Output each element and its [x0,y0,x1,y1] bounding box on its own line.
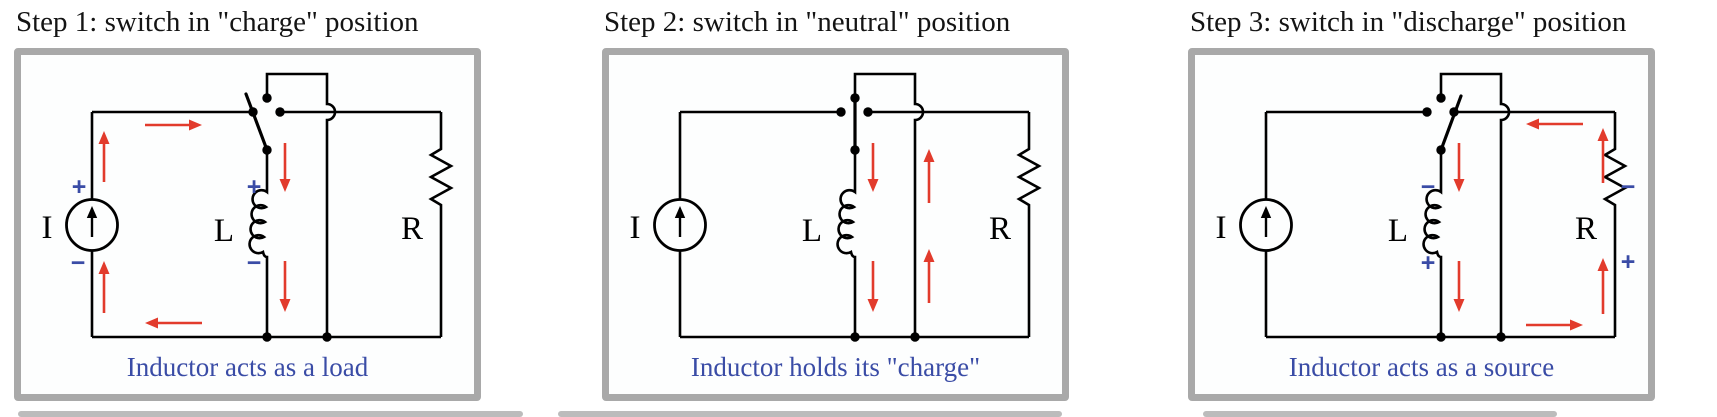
junction-dot [262,145,272,155]
current-source [653,198,707,252]
inductor-polarity-top: + [247,173,262,201]
resistor-polarity-top: − [1621,173,1636,201]
junction-dot [1449,107,1459,117]
current-arrow [867,143,879,192]
junction-dot [863,107,873,117]
current-arrow [1597,128,1609,183]
inductor-label: L [802,213,822,249]
junction-dot [1496,332,1506,342]
panel-caption: Inductor holds its "charge" [690,352,981,382]
resistor-zigzag [428,112,454,337]
resistor-zigzag [1602,112,1628,337]
circuit-diagram: I L R + − + − [42,72,454,342]
current-arrow [1453,143,1465,192]
switch-blade-charge [244,92,269,152]
current-arrow [98,261,110,313]
inductor-coil [248,150,269,337]
current-arrow [867,261,879,312]
junction-dot [262,93,272,103]
panel-title: Step 2: switch in "neutral" position [604,6,1011,38]
inductor-polarity-top: − [1421,173,1436,201]
inductor-label: L [214,213,234,249]
current-arrow [279,143,291,192]
freewheel-wire [265,72,337,337]
inductor-polarity-bottom: − [247,249,262,277]
current-arrow [279,261,291,312]
inductor-coil [1422,150,1443,337]
next-row-panel-edge [18,411,523,417]
resistor-label: R [989,211,1011,247]
current-arrow [923,249,935,303]
source-label: I [42,210,53,246]
source-label: I [630,210,641,246]
junction-dot [322,332,332,342]
panel-caption: Inductor acts as a load [126,352,369,382]
current-arrow [1526,118,1583,130]
junction-dot [1436,93,1446,103]
source-label: I [1216,210,1227,246]
current-source [65,198,119,252]
source-polarity-top: + [72,173,87,201]
junction-dot [836,107,846,117]
junction-dot [275,107,285,117]
resistor-label: R [1575,211,1597,247]
junction-dot [850,332,860,342]
junction-dot [1436,145,1446,155]
current-arrow [145,317,202,329]
current-arrow [1526,319,1583,331]
next-row-panel-edge [558,411,1062,417]
inductor-label: L [1388,213,1408,249]
source-polarity-bottom: − [71,249,86,277]
resistor-label: R [401,211,423,247]
junction-dot [1422,107,1432,117]
freewheel-wire [853,72,925,337]
current-arrow [1597,258,1609,314]
junction-dot [850,145,860,155]
circuit-panel-step-2: Step 2: switch in "neutral" position I L R… [602,0,1072,417]
current-arrow [923,149,935,203]
resistor-polarity-bottom: + [1621,248,1636,276]
junction-dot [262,332,272,342]
panel-caption: Inductor acts as a source [1288,352,1555,382]
next-row-panel-edge [1203,411,1557,417]
current-arrow [145,119,202,131]
switch-blade-discharge [1439,94,1463,152]
junction-dot [1436,332,1446,342]
current-arrow [1453,261,1465,312]
inductor-coil [836,150,857,337]
junction-dot [910,332,920,342]
panel-title: Step 1: switch in "charge" position [16,6,419,38]
circuit-panel-step-3: Step 3: switch in "discharge" position I… [1188,0,1658,417]
current-arrow [98,131,110,182]
freewheel-wire [1439,72,1511,337]
circuit-panel-step-1: Step 1: switch in "charge" position I L R +… [14,0,484,417]
resistor-zigzag [1016,112,1042,337]
inductor-polarity-bottom: + [1421,249,1436,277]
current-source [1239,198,1293,252]
junction-dot [248,107,258,117]
panel-title: Step 3: switch in "discharge" position [1190,6,1627,38]
junction-dot [850,93,860,103]
